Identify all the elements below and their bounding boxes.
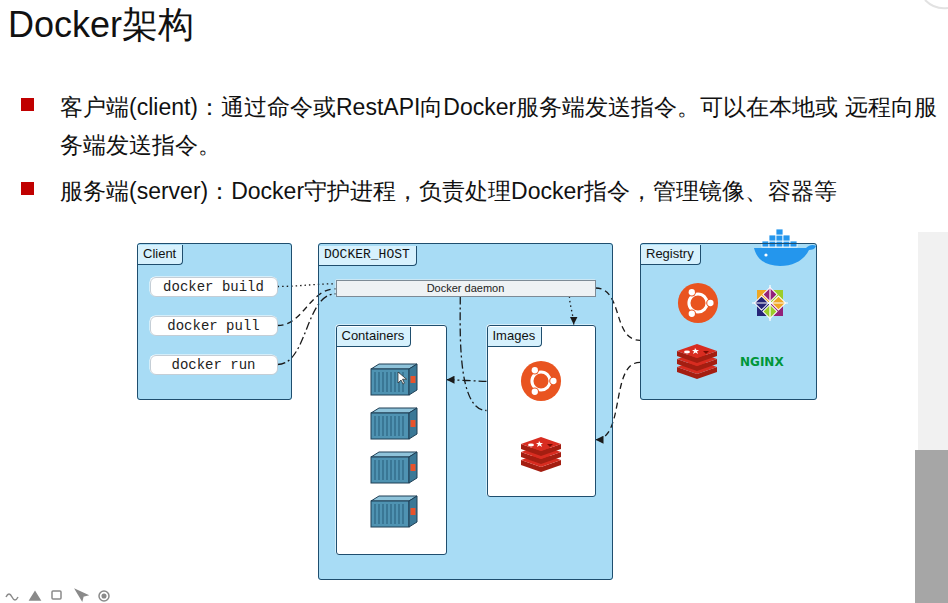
group-box: Registry bbox=[640, 243, 817, 400]
side-panel bbox=[915, 450, 948, 603]
box-title: Containers bbox=[337, 327, 412, 347]
ubuntu-image bbox=[521, 361, 561, 401]
box-fill bbox=[150, 316, 278, 336]
box-text: docker build bbox=[163, 279, 264, 295]
cursor bbox=[398, 372, 407, 384]
logo-text: NGINX bbox=[740, 354, 784, 370]
connector bbox=[596, 362, 641, 439]
slide-title: Docker架构 bbox=[8, 2, 194, 48]
connector bbox=[570, 297, 574, 325]
group-box: Containers bbox=[336, 325, 447, 555]
box-fill bbox=[318, 243, 613, 580]
box-title: Images bbox=[488, 327, 543, 347]
command-box: docker build bbox=[150, 277, 278, 297]
command-box: docker pull bbox=[150, 316, 278, 336]
box-text: Docker daemon bbox=[427, 282, 505, 295]
corner-mark bbox=[925, 0, 948, 8]
box-fill bbox=[137, 243, 292, 400]
group-box: Client docker build docker pull docker run bbox=[137, 243, 292, 400]
connector bbox=[447, 380, 487, 382]
bullet-text: 客户端(client)：通过命令或RestAPI向Docker服务端发送指令。可… bbox=[60, 88, 940, 164]
bullet-text: 服务端(server)：Docker守护进程，负责处理Docker指令，管理镜像… bbox=[60, 172, 940, 210]
ubuntu-logo bbox=[678, 283, 718, 323]
bullet-marker bbox=[21, 182, 34, 195]
bullet-marker bbox=[21, 98, 34, 111]
connector bbox=[278, 289, 336, 326]
box-fill bbox=[487, 325, 596, 497]
group-box: DOCKER_HOST Docker daemonContainers Images bbox=[318, 243, 613, 580]
connector bbox=[278, 284, 336, 287]
connector bbox=[278, 294, 336, 365]
side-panel bbox=[918, 232, 948, 450]
docker-whale bbox=[754, 229, 816, 266]
command-box: docker run bbox=[150, 355, 278, 375]
container-icon bbox=[371, 364, 417, 395]
container-icon bbox=[371, 496, 417, 527]
container-icon bbox=[371, 408, 417, 439]
box-text: docker run bbox=[171, 357, 255, 373]
redis-logo bbox=[677, 344, 717, 379]
redis-image bbox=[521, 437, 561, 472]
daemon-bar: Docker daemon bbox=[336, 280, 596, 297]
box-title: DOCKER_HOST bbox=[319, 246, 417, 266]
connector bbox=[596, 288, 641, 340]
box-fill bbox=[150, 277, 278, 297]
box-fill bbox=[640, 243, 817, 400]
box-fill bbox=[150, 355, 278, 375]
box-fill bbox=[336, 325, 447, 555]
group-box: Images bbox=[487, 325, 596, 497]
box-fill bbox=[336, 280, 596, 297]
centos-logo bbox=[752, 285, 788, 321]
container-icon bbox=[371, 452, 417, 483]
connector bbox=[460, 297, 486, 411]
box-title: Client bbox=[138, 245, 183, 265]
toolbar-icons bbox=[6, 590, 109, 601]
box-text: docker pull bbox=[167, 318, 259, 334]
box-title: Registry bbox=[641, 245, 701, 265]
